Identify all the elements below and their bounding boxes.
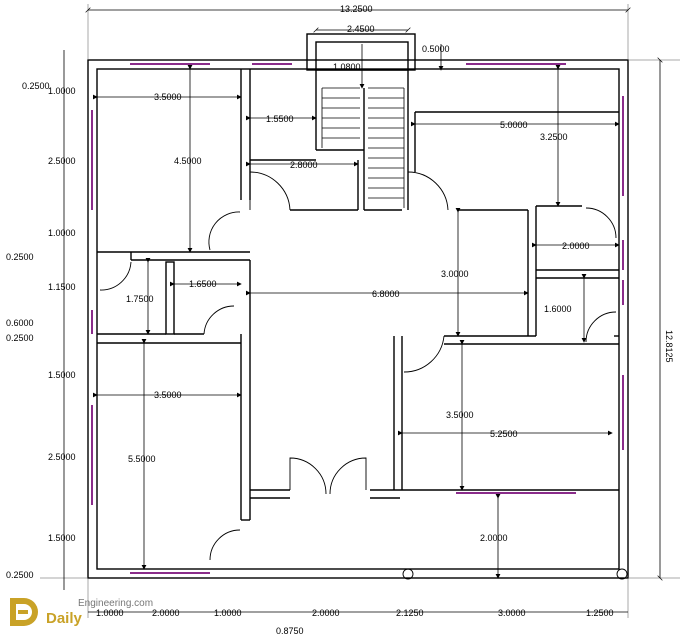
dim-room-sw-height: 5.5000	[128, 454, 156, 464]
dim-corridor-1: 1.5500	[266, 114, 294, 124]
dim-left-11: 0.2500	[6, 570, 34, 580]
dim-bottom-2: 1.0000	[214, 608, 242, 618]
dim-bottom-small: 0.8750	[276, 626, 304, 636]
dim-bottom-1: 2.0000	[152, 608, 180, 618]
dim-left-8: 1.5000	[48, 370, 76, 380]
dim-stair-width: 2.4500	[347, 24, 375, 34]
dim-porch-depth: 2.0000	[480, 533, 508, 543]
dim-stair-offset: 0.5000	[422, 44, 450, 54]
dim-hall-height: 3.0000	[441, 269, 469, 279]
dim-corridor-2: 2.8000	[290, 160, 318, 170]
dim-wc-width: 1.6500	[189, 279, 217, 289]
dimension-labels: 13.2500 2.4500 0.5000 1.0800 3.5000 4.50…	[6, 4, 674, 636]
dim-bath-2: 1.6000	[544, 304, 572, 314]
doors	[99, 171, 628, 580]
dim-left-9: 2.5000	[48, 452, 76, 462]
dim-left-5: 1.1500	[48, 282, 76, 292]
interior-walls	[97, 69, 619, 521]
dim-bottom-0: 1.0000	[96, 608, 124, 618]
dim-stair-landing: 1.0800	[333, 62, 361, 72]
dim-bottom-3: 2.0000	[312, 608, 340, 618]
brand-engineering: Engineering.com	[78, 598, 154, 609]
dim-room-se-width: 5.2500	[490, 429, 518, 439]
brand-daily: Daily	[46, 610, 82, 627]
dim-room-ne-width: 5.0000	[500, 120, 528, 130]
dim-room-nw-width: 3.5000	[154, 92, 182, 102]
dim-bottom-5: 3.0000	[498, 608, 526, 618]
windows	[91, 63, 624, 574]
dim-bottom-4: 2.1250	[396, 608, 424, 618]
dim-room-nw-height: 4.5000	[174, 156, 202, 166]
dim-right-total: 12.8125	[664, 330, 674, 363]
dim-room-ne-height: 3.2500	[540, 132, 568, 142]
dim-top-total: 13.2500	[340, 4, 373, 14]
dimension-lines	[63, 10, 660, 613]
dim-left-0: 0.2500	[22, 81, 50, 91]
daily-engineering-logo-icon	[10, 598, 38, 626]
dim-left-2: 2.5000	[48, 156, 76, 166]
dim-left-3: 1.0000	[48, 228, 76, 238]
dim-hall-width: 6.8000	[372, 289, 400, 299]
dim-bath-1: 2.0000	[562, 241, 590, 251]
dim-bottom-6: 1.2500	[586, 608, 614, 618]
dim-left-6: 0.6000	[6, 318, 34, 328]
dim-wc-height: 1.7500	[126, 294, 154, 304]
dim-room-sw-width: 3.5000	[154, 390, 182, 400]
dim-left-10: 1.5000	[48, 533, 76, 543]
dim-room-se-height: 3.5000	[446, 410, 474, 420]
dim-left-1: 1.0000	[48, 86, 76, 96]
outer-walls	[87, 59, 629, 579]
dim-left-4: 0.2500	[6, 252, 34, 262]
brand-logo: Engineering.com Daily	[6, 592, 186, 636]
dim-left-7: 0.2500	[6, 333, 34, 343]
